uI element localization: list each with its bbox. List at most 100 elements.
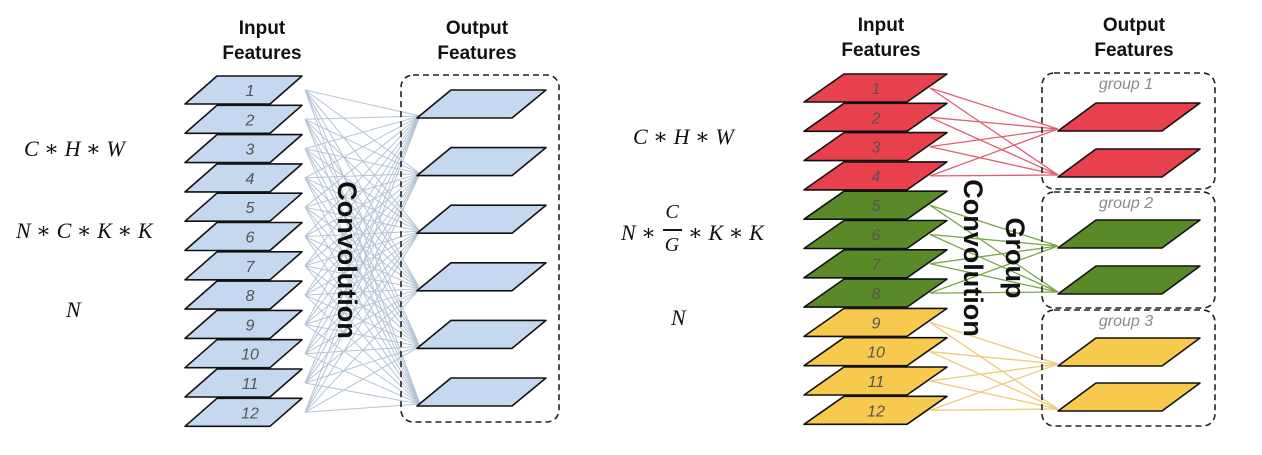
output-feature-map [416,89,547,119]
input-feature-number: 5 [872,198,881,215]
input-feature-map [803,336,948,367]
input-feature-number: 3 [872,140,881,157]
group-label: Group [1000,218,1030,299]
group-connection-line [929,363,1059,411]
connection-line [304,115,421,120]
right-output-stack [1057,102,1201,412]
input-feature-number: 12 [241,405,259,422]
input-feature-number: 4 [246,171,255,188]
input-feature-number: 5 [246,200,255,217]
group-connection-line [929,245,1059,294]
left-input-title-2: Features [222,43,301,64]
input-feature-number: 6 [246,230,255,247]
left-output-box [400,74,560,423]
input-feature-number: 11 [868,374,885,391]
right-formula-weights-prefix: N ∗ [621,220,657,245]
input-feature-map [184,133,303,164]
group-connection-line [929,321,1059,410]
group-2-label: group 2 [1099,195,1153,212]
group-connection-line [929,263,1059,293]
group-3-box [1041,309,1216,427]
group-connection-line [929,204,1059,293]
group-connection-line [929,128,1059,148]
group-convolution-label: Convolution [958,179,988,336]
left-formula-weights: N ∗ C ∗ K ∗ K [16,218,153,243]
right-input-title-2: Features [841,40,920,61]
input-feature-number: 10 [241,347,259,364]
connection-line [304,345,421,413]
left-formula-input: C ∗ H ∗ W [24,136,125,161]
input-feature-map [803,307,948,338]
input-feature-number: 3 [246,142,255,159]
input-feature-number: 9 [872,315,881,332]
output-feature-map [1057,219,1201,249]
input-feature-number: 12 [867,403,885,420]
group-connection-line [929,204,1059,247]
group-connection-line [929,321,1059,365]
group-connection-line [929,351,1059,365]
input-feature-map [184,309,303,340]
input-feature-map [803,190,948,220]
input-feature-number: 6 [872,228,881,245]
right-formula-fraction-bar [663,229,682,231]
input-feature-number: 2 [245,112,255,129]
left-output-title-2: Features [437,43,516,64]
input-feature-map [184,163,303,193]
output-feature-map [416,319,547,350]
group-2-box [1041,191,1216,309]
connection-line [304,115,421,267]
input-feature-map [184,338,303,369]
left-output-stack [416,89,547,407]
input-feature-map [184,280,303,310]
right-formula-weights-numerator: C [665,201,679,223]
right-input-title: Input [858,15,905,36]
right-formula-input: C ∗ H ∗ W [633,124,734,149]
output-feature-map [1057,265,1201,295]
input-feature-number: 4 [872,169,881,186]
group-connection-line [929,408,1059,411]
right-output-title: Output [1103,15,1166,36]
connection-line [304,173,421,384]
input-feature-number: 11 [242,376,259,393]
input-feature-map [184,75,303,105]
right-formula-weights-denominator: G [664,234,680,256]
input-feature-map [803,161,948,191]
input-feature-map [803,102,948,133]
output-feature-map [416,261,547,292]
group-connection-line [929,87,1059,130]
connection-line [304,288,421,413]
input-feature-map [184,221,303,252]
right-connection-lines [929,87,1059,411]
group-connection-line [929,245,1059,265]
input-feature-map [803,366,948,396]
input-feature-map [803,219,948,250]
group-1-label: group 1 [1099,76,1153,93]
input-feature-map [803,249,948,279]
output-feature-map [416,146,547,177]
group-connection-line [929,233,1059,247]
connection-line [304,382,421,405]
left-input-title: Input [239,18,286,39]
input-feature-number: 1 [246,83,255,100]
convolution-label: Convolution [332,181,362,338]
output-feature-map [416,377,547,407]
left-formula-output: N [66,297,81,322]
group-connection-line [929,351,1059,410]
group-connection-line [929,233,1059,293]
group-connection-line [929,145,1059,176]
output-feature-map [1057,382,1201,412]
group-1-box [1041,72,1216,190]
input-feature-map [184,104,303,135]
input-feature-number: 9 [246,317,255,334]
input-feature-number: 1 [872,81,881,98]
right-output-title-2: Features [1094,40,1173,61]
group-connection-line [929,116,1059,130]
connection-line [304,115,421,325]
input-feature-map [803,395,948,426]
group-connection-line [929,116,1059,176]
right-formula-output: N [671,305,686,330]
connection-line [304,115,421,384]
group-3-label: group 3 [1099,313,1153,330]
